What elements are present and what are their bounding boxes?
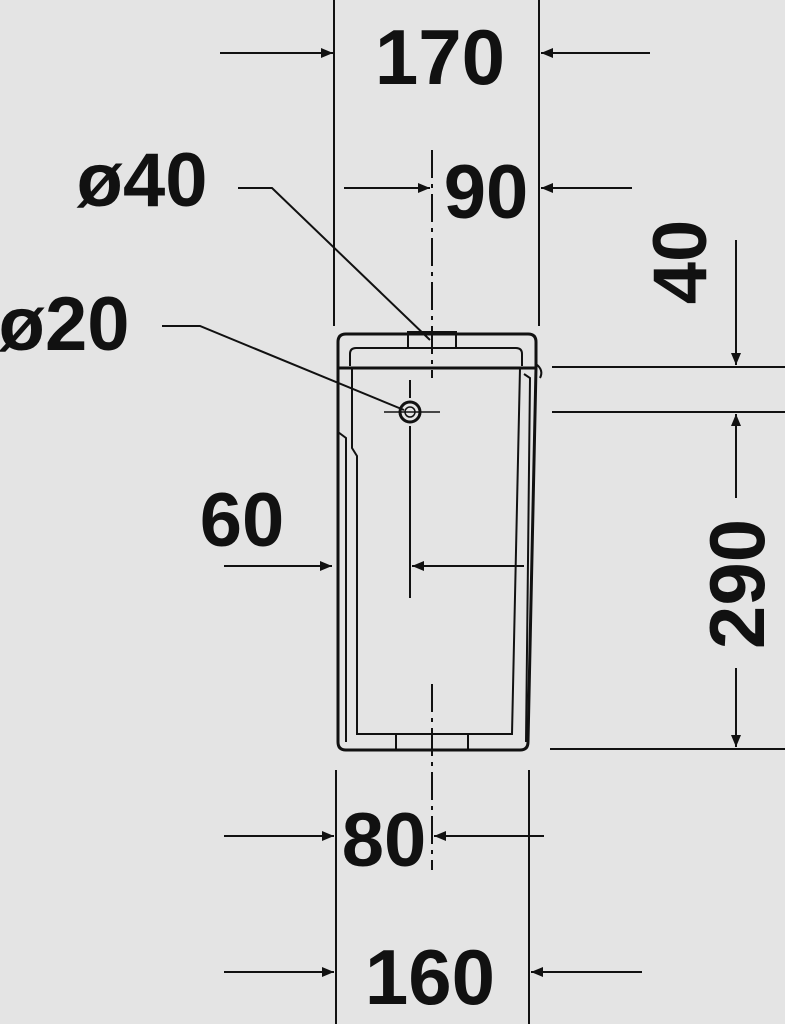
- cistern-right-detail: [523, 373, 532, 743]
- leader-lines: [162, 187, 431, 411]
- cistern-outer-wall: [336, 367, 538, 752]
- dim-label-290: 290: [693, 519, 781, 649]
- cistern-left-step: [337, 431, 347, 742]
- dim-label-40: 40: [638, 220, 723, 305]
- cistern-lid-inner: [349, 347, 523, 366]
- cistern-corner-hook: [535, 363, 543, 379]
- cistern-lid: [336, 332, 538, 368]
- dim-label-60: 60: [200, 478, 285, 563]
- dim-label-90: 90: [444, 150, 529, 235]
- dim-label-80: 80: [342, 798, 427, 883]
- dimension-arrows: [220, 48, 741, 977]
- extension-lines: [333, 0, 785, 1024]
- cistern-inner-wall: [351, 367, 521, 735]
- center-lines: [384, 150, 440, 870]
- leader-outlet-diameter: [238, 187, 431, 341]
- leader-inlet-diameter: [162, 325, 405, 411]
- dim-label-160: 160: [365, 933, 495, 1021]
- dim-label-inlet-diameter: ø20: [0, 282, 129, 367]
- dimension-labels: 170 ø40 90 ø20 40 290 60 80 160: [0, 13, 781, 1021]
- dim-label-outlet-diameter: ø40: [77, 138, 208, 223]
- dim-label-170: 170: [375, 13, 505, 101]
